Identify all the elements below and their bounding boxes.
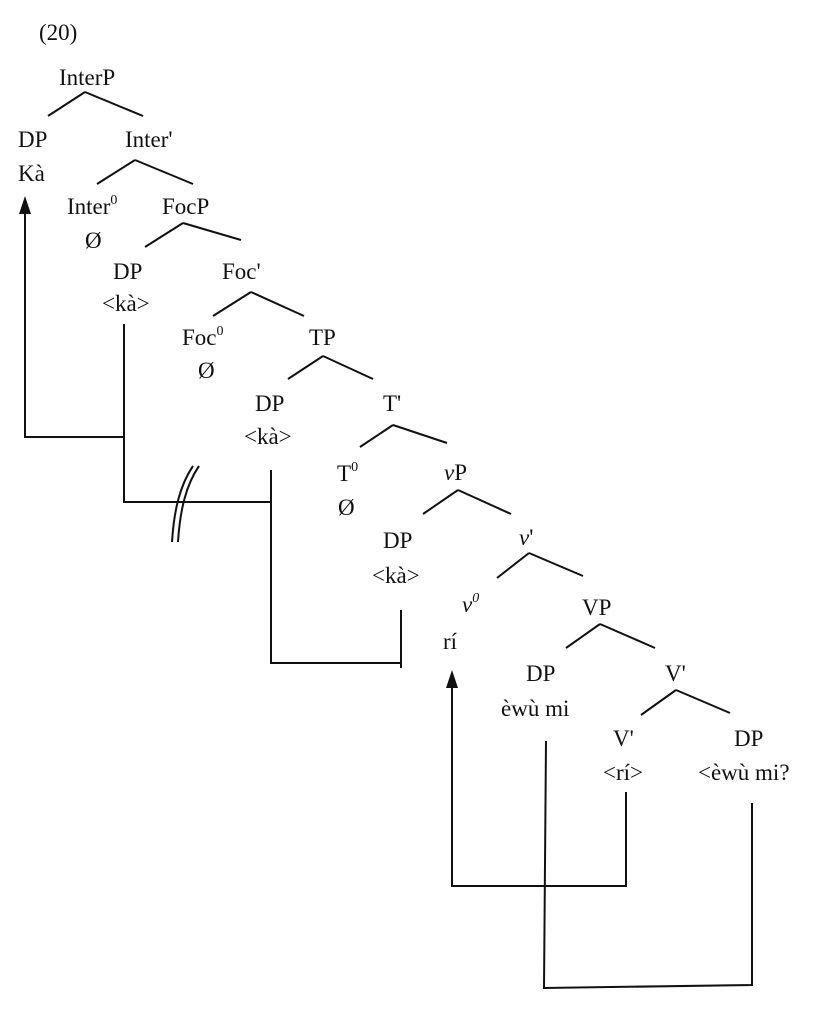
- node-inter-head: Inter0: [67, 193, 117, 219]
- node-dp-spec: DP: [18, 127, 47, 152]
- branch-small-vp-left: [422, 489, 459, 515]
- branch-tp-right: [322, 355, 374, 380]
- branch-focp-left: [144, 222, 184, 248]
- movement-line-ewu-mi: [542, 740, 753, 990]
- branch-inter-bar-right: [134, 159, 194, 185]
- arrowhead-ka: [19, 196, 31, 214]
- node-v-bar-2: V': [665, 661, 686, 686]
- node-foc-bar: Foc': [222, 259, 261, 284]
- branch-focp-right: [182, 222, 242, 241]
- branch-small-v-bar-right: [528, 552, 584, 577]
- node-small-vp: vP: [444, 460, 467, 485]
- node-inter-bar: Inter': [125, 127, 173, 152]
- node-dp-2: DP: [255, 391, 284, 416]
- node-focp: FocP: [162, 194, 209, 219]
- branch-t-bar-right: [392, 424, 448, 444]
- node-ka-trace-1: <kà>: [102, 291, 150, 316]
- arrowhead-ri: [446, 670, 458, 688]
- node-ka-trace-3: <kà>: [372, 563, 420, 588]
- branch-interp-right: [84, 91, 144, 117]
- branch-tp-left: [287, 355, 324, 380]
- node-vp: VP: [582, 595, 611, 620]
- movement-line-ka-lower: [123, 437, 271, 503]
- blocked-movement-mark: [171, 465, 200, 543]
- branch-foc-bar-left: [212, 291, 252, 317]
- branch-small-vp-right: [457, 489, 512, 515]
- node-ewu-mi-trace: <èwù mi?: [698, 760, 790, 785]
- node-small-v-head: v0: [462, 591, 479, 617]
- node-dp-5: DP: [734, 726, 763, 751]
- branch-v-bar-left: [640, 689, 677, 716]
- node-ri: rí: [443, 629, 458, 654]
- node-t-bar: T': [383, 391, 401, 416]
- node-foc-head: Foc0: [182, 324, 224, 350]
- node-tp: TP: [309, 325, 336, 350]
- example-number: (20): [39, 20, 77, 45]
- movement-line-ri: [451, 688, 627, 887]
- branch-interp-left: [47, 91, 86, 117]
- branch-t-bar-left: [359, 424, 394, 448]
- branch-foc-bar-right: [250, 291, 305, 317]
- branch-vp-right: [599, 623, 656, 649]
- node-ka-trace-2: <kà>: [244, 424, 292, 449]
- movement-line-ka-tp: [270, 470, 401, 664]
- branch-inter-bar-left: [96, 159, 136, 185]
- node-ewu-mi: èwù mi: [501, 696, 569, 721]
- node-dp-3: DP: [383, 528, 412, 553]
- node-null-3: Ø: [338, 495, 355, 520]
- node-null-2: Ø: [198, 358, 215, 383]
- node-v-bar-3: V': [613, 726, 634, 751]
- branch-v-bar-right: [675, 689, 731, 714]
- node-dp-4: DP: [526, 661, 555, 686]
- branch-vp-left: [565, 623, 601, 649]
- branch-small-v-bar-left: [496, 552, 530, 579]
- node-ri-trace: <rí>: [603, 760, 643, 785]
- node-small-v-bar: v': [519, 525, 533, 550]
- node-null-1: Ø: [85, 228, 102, 253]
- node-ka: Kà: [18, 161, 45, 186]
- node-t-head: T0: [337, 460, 358, 486]
- node-dp-1: DP: [113, 259, 142, 284]
- movement-line-ka: [24, 214, 125, 438]
- node-interp: InterP: [59, 65, 115, 90]
